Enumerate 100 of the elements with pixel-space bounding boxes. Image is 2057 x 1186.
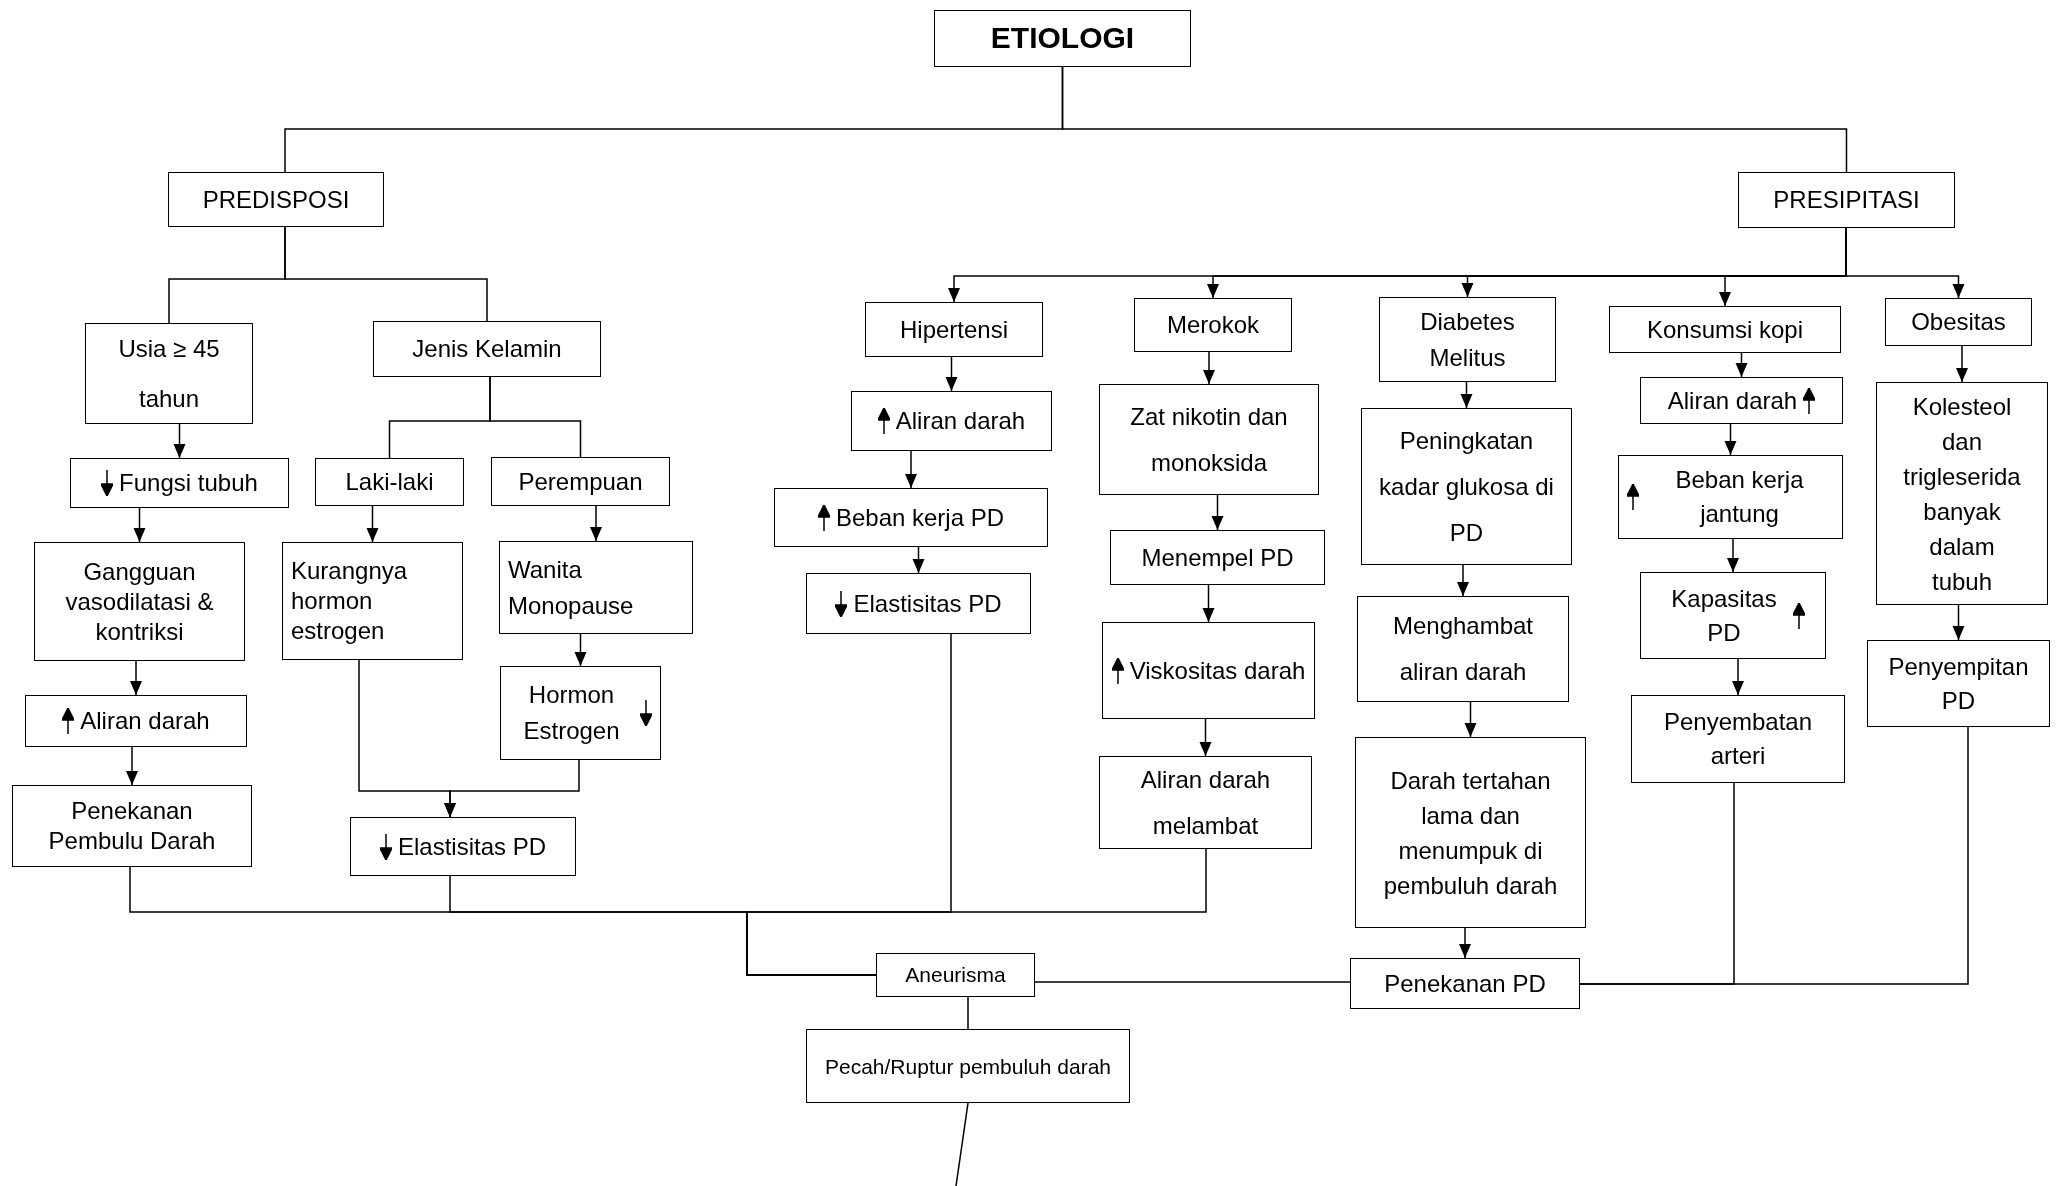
box-text: Aliran darah melambat <box>1139 764 1272 841</box>
process-box <box>1609 306 1841 353</box>
arrow <box>126 746 138 786</box>
process-box <box>500 666 661 760</box>
box-text: Penyempitan PD <box>1887 651 2030 716</box>
arrow <box>1457 564 1469 597</box>
box-text: Aliran darah <box>1667 386 1798 415</box>
process-box <box>85 323 253 424</box>
arrow <box>130 660 142 696</box>
process-box <box>774 488 1048 547</box>
process-box <box>1738 172 1955 228</box>
process-box <box>1867 640 2050 727</box>
box-text: Fungsi tubuh <box>119 469 258 497</box>
process-box <box>1876 382 2048 605</box>
connector-line <box>955 1102 969 1186</box>
box-text: Aliran darah <box>80 707 210 735</box>
process-box <box>1110 530 1325 585</box>
arrow <box>912 546 925 574</box>
arrow <box>1202 584 1215 623</box>
process-box <box>315 458 464 506</box>
process-box <box>876 953 1035 997</box>
connector-line <box>1061 66 1848 173</box>
process-box <box>373 321 601 377</box>
process-box <box>865 302 1043 357</box>
box-text: Obesitas <box>1911 308 2006 336</box>
arrow <box>1735 352 1748 378</box>
box-text: Elastisitas PD <box>397 832 546 861</box>
process-box <box>1631 695 1845 783</box>
arrow <box>590 505 602 542</box>
process-box <box>1355 737 1586 928</box>
arrow <box>133 507 146 543</box>
process-box <box>1134 298 1292 352</box>
arrow <box>1845 227 1965 299</box>
arrow <box>905 450 917 489</box>
box-text: Peningkatan kadar glukosa di PD <box>1378 425 1555 548</box>
process-box <box>34 542 245 661</box>
box-text: Gangguan vasodilatasi & kontriksi <box>64 556 215 647</box>
box-text: Penekanan Pembulu Darah <box>47 796 217 856</box>
arrow <box>1956 345 1968 383</box>
box-text: Aliran darah <box>895 407 1026 435</box>
box-text: Laki-laki <box>345 468 434 496</box>
connector-line <box>284 226 488 322</box>
arrow <box>1199 718 1212 757</box>
box-text: Elastisitas PD <box>853 589 1002 618</box>
connector-line <box>1579 726 1969 985</box>
box-text: Menempel PD <box>1141 543 1294 572</box>
box-text: Merokok <box>1167 311 1259 339</box>
box-text: Beban kerja PD <box>835 503 1005 532</box>
process-box <box>806 573 1031 634</box>
box-text: Konsumsi kopi <box>1646 315 1804 344</box>
box-text: Beban kerja jantung <box>1674 465 1805 529</box>
box-text: PRESIPITASI <box>1773 186 1920 214</box>
arrow <box>366 505 379 543</box>
connector-line <box>489 376 582 458</box>
process-box <box>934 10 1191 67</box>
arrow <box>1203 351 1215 385</box>
arrow <box>1732 658 1744 696</box>
arrow <box>1459 927 1471 959</box>
process-box <box>1357 596 1569 702</box>
process-box <box>70 458 289 508</box>
connector-line <box>1034 981 1351 983</box>
box-text: Viskositas darah <box>1129 655 1306 686</box>
process-box <box>1102 622 1315 719</box>
process-box <box>1640 572 1826 659</box>
process-box <box>282 542 463 660</box>
process-box <box>491 457 670 506</box>
box-text: Diabetes Melitus <box>1419 306 1516 373</box>
process-box <box>1099 384 1319 495</box>
arrow <box>444 759 580 818</box>
process-box <box>1350 958 1580 1009</box>
arrow <box>173 423 186 459</box>
arrow <box>1464 701 1477 738</box>
box-text: Hipertensi <box>899 315 1008 344</box>
process-box <box>851 391 1052 451</box>
arrow <box>1460 381 1473 409</box>
box-text: Usia ≥ 45 tahun <box>117 333 221 414</box>
process-box <box>499 541 693 634</box>
process-box <box>25 695 247 747</box>
process-box <box>1618 455 1843 539</box>
box-text: Kurangnya hormon estrogen <box>291 556 409 646</box>
box-text: Zat nikotin dan monoksida <box>1129 401 1289 478</box>
box-text: Menghambat aliran darah <box>1391 611 1535 687</box>
box-text: ETIOLOGI <box>990 21 1135 56</box>
arrow <box>945 356 958 392</box>
box-text: Penyembatan arteri <box>1662 707 1814 771</box>
box-text: Penekanan PD <box>1384 969 1546 998</box>
process-box <box>350 817 576 876</box>
box-text: Hormon Estrogen <box>522 680 621 746</box>
process-box <box>12 785 252 867</box>
box-text: Perempuan <box>518 467 643 496</box>
box-text: Jenis Kelamin <box>412 335 562 363</box>
arrow <box>1727 538 1739 573</box>
box-text: Pecah/Ruptur pembuluh darah <box>825 1053 1111 1080</box>
process-box <box>1361 408 1572 565</box>
box-text: Darah tertahan lama dan menumpuk di pembuluh darah <box>1382 765 1559 901</box>
process-box <box>1099 756 1312 849</box>
box-text: PREDISPOSI <box>202 185 350 214</box>
box-text: Wanita Monopause <box>508 554 635 621</box>
process-box <box>806 1029 1130 1103</box>
connector-line <box>746 848 1207 976</box>
